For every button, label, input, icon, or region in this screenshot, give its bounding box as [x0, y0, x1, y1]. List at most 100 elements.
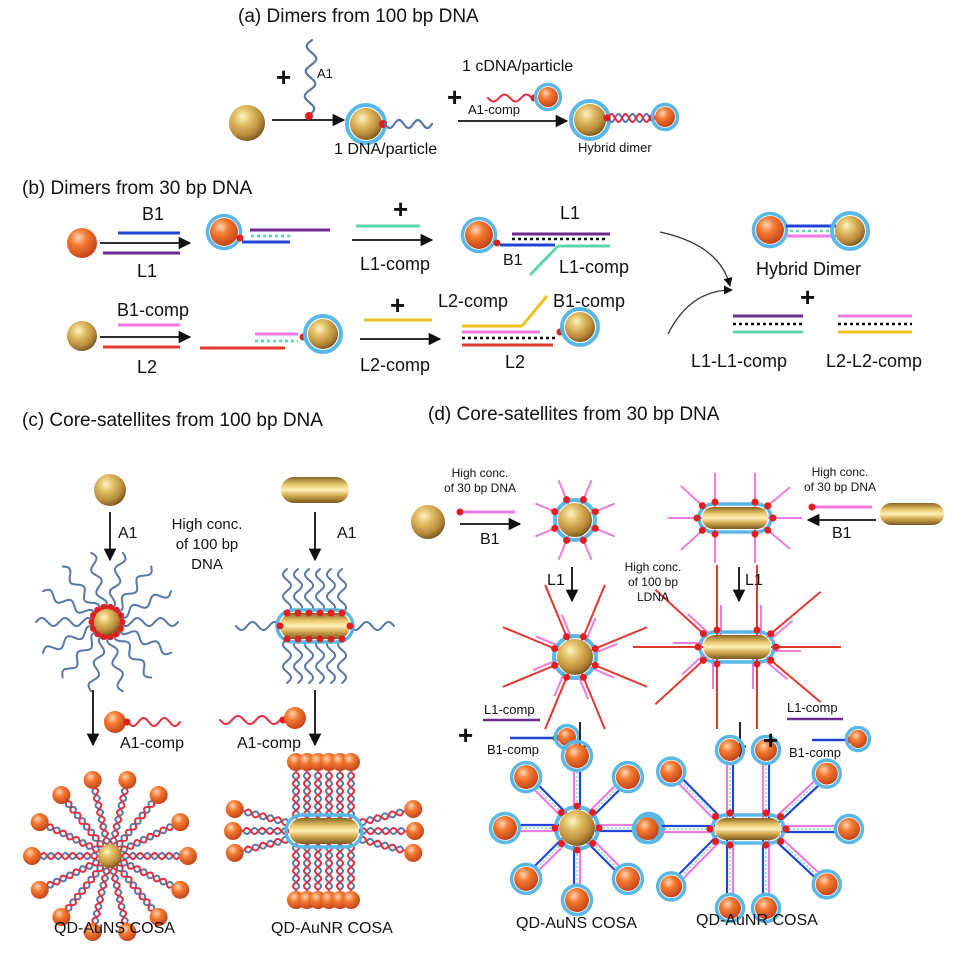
panel-c-rod-anchor [283, 609, 291, 617]
panel-d-l1-comp-right-label: L1-comp [787, 700, 838, 715]
panel-c-gold-sphere [94, 474, 126, 506]
panel-d-cosa-rod-b1 [778, 783, 821, 823]
panel-c-cosa-rod-satellite [342, 753, 360, 771]
panel-c-rod-strand [337, 638, 347, 684]
panel-c-cosa-sphere-helix-b [111, 866, 128, 926]
panel-b-l1-right-label: L1 [560, 203, 581, 223]
panel-d-cosa-sphere-anchor [557, 808, 565, 816]
panel-d-cosa-rod-satellite-shell [631, 813, 663, 845]
panel-c-cosa-sphere-satellite [118, 923, 137, 942]
panel-d-l1-right-label: L1 [745, 572, 763, 589]
panel-d-cosa-sphere-anchor [595, 824, 603, 832]
panel-d-b1comp-quantum-dot-right-shell [844, 725, 872, 753]
panel-d-pink-sphere-anchor [551, 524, 559, 532]
panel-c-a1-comp-right-label: A1-comp [237, 735, 302, 752]
panel-d-cosa-right-label: QD-AuNR COSA [696, 912, 818, 929]
panel-a-quantum-dot-shell [533, 82, 563, 112]
panel-c-rod-strand [293, 568, 303, 614]
panel-d-l1-sphere-strand [502, 662, 559, 688]
panel-d-pink-sphere-anchor [579, 536, 587, 544]
panel-d-cosa-rod-satellite [815, 762, 838, 785]
panel-d-l1-rod-pink [768, 619, 794, 641]
panel-d-title: (d) Core-satellites from 30 bp DNA [428, 404, 720, 425]
panel-b-title: (b) Dimers from 30 bp DNA [22, 178, 253, 199]
panel-d-pink-sphere-anchor [563, 536, 571, 544]
panel-d-cosa-sphere-satellite [493, 816, 517, 840]
panel-c-sphere-strand [114, 565, 153, 613]
panel-a-plus-1: + [276, 62, 292, 92]
panel-c-sphere-strand [106, 633, 124, 693]
panel-c-rod-anchor [305, 635, 313, 643]
panel-d-cosa-sphere-dotted [589, 840, 619, 870]
panel-d-pink-rod-anchor [711, 498, 719, 506]
panel-a-dimer-anchor-1 [603, 114, 611, 122]
panel-d-l1-sphere-strand [591, 626, 648, 652]
panel-d-high-conc-left-label: High conc. of 30 bp DNA [443, 466, 517, 495]
panel-c-cosa-sphere-satellite [30, 813, 49, 832]
panel-c-high-conc-label: High conc. of 100 bp DNA [171, 516, 243, 573]
panel-d-pink-sphere-anchor [591, 508, 599, 516]
panel-c-sphere-anchor [118, 618, 126, 626]
panel-d-l1-sphere-anchor [551, 645, 559, 653]
panel-d-cosa-rod-satellite-shell [750, 734, 782, 766]
panel-b-l1-comp-label: L1-comp [360, 254, 431, 274]
panel-b-hybrid-quantum-dot [756, 216, 784, 244]
panel-d-cosa-rod-anchor [777, 837, 785, 845]
panel-c-rod-strand [304, 638, 314, 684]
panel-b-gold-b1comp [308, 319, 338, 349]
panel-d-l1-rod-pink [681, 653, 705, 676]
panel-c-sphere-strand [117, 626, 172, 656]
panel-b-curve-top [659, 231, 733, 287]
panel-d-cosa-rod-satellite [815, 873, 838, 896]
panel-c-cosa-rod-helix-b [243, 837, 290, 852]
panel-d-l1-sphere-anchor [563, 633, 571, 641]
panel-c-cosa-rod-satellite [404, 800, 423, 819]
panel-c-cosa-rod-helix-b [358, 826, 406, 836]
panel-c-cosa-sphere-helix-b [65, 800, 104, 848]
panel-d-l1-rod-strand [654, 656, 708, 706]
panel-c-rod-strand [282, 568, 292, 614]
panel-c-cosa-rod-helix-b [324, 771, 334, 819]
panel-d-l1-sphere-anchor [579, 633, 587, 641]
panel-d-l1-sphere-strand [591, 662, 648, 688]
panel-d-l1-sphere-strand [544, 584, 570, 641]
panel-c-rod-anchor [338, 635, 346, 643]
panel-b-plus-bottom: + [390, 290, 406, 320]
panel-c-cosa-rod-helix-b [243, 808, 290, 826]
panel-c-rod-strand [315, 568, 325, 614]
panel-a-a1-label: A1 [317, 66, 333, 81]
panel-d-pink-rod-core [702, 507, 768, 529]
panel-c-cosa-sphere-satellite [179, 847, 197, 865]
panel-d-cosa-rod-satellite-shell [750, 892, 782, 924]
panel-d-cosa-sphere-dotted [535, 840, 565, 870]
panel-c-cosa-sphere-helix-b [109, 786, 129, 846]
panel-c-rod-anchor [294, 609, 302, 617]
panel-b-displaced-anchor [493, 239, 501, 247]
panel-c-cosa-sphere-helix-b [119, 824, 175, 852]
panel-c-rod-anchor [305, 609, 313, 617]
panel-c-cosa-rod-helix-b [291, 843, 301, 891]
panel-d-high-conc-ldna-label: High conc. of 100 bp LDNA [624, 560, 682, 604]
panel-d-l1-rod-anchor [767, 656, 775, 664]
panel-c-a1comp-quantum-dot-right [284, 707, 306, 729]
panel-a-a1-comp-label: A1-comp [468, 102, 521, 117]
panel-a-hybrid-dimer-label: Hybrid dimer [578, 140, 652, 155]
panel-d-pink-rod-anchor [698, 526, 706, 534]
panel-d-l1-sphere-strand [544, 673, 570, 730]
panel-b-b1-comp-right-label: B1-comp [553, 291, 626, 311]
panel-d-b1-right-label: B1 [832, 525, 852, 542]
panel-d-cosa-rod-dotted [776, 837, 819, 877]
panel-c-rod-strand [282, 638, 292, 684]
panel-c-rod-anchor [283, 635, 291, 643]
panel-d-b1-anchor-right [808, 503, 816, 511]
panel-b-plus-top: + [393, 194, 409, 224]
panel-d-cosa-sphere-satellite-shell [509, 760, 543, 794]
panel-c-cosa-sphere-satellite [83, 923, 102, 942]
panel-d-cosa-sphere-pink [591, 837, 621, 868]
panel-c-sphere-anchor [88, 618, 96, 626]
panel-d-cosa-sphere-satellite [514, 866, 539, 891]
panel-b-displaced-l1comp-tail [528, 244, 560, 277]
panel-d-pink-rod-anchor [711, 530, 719, 538]
panel-d-l1-rod-pink [686, 613, 711, 635]
panel-c-cosa-rod-satellite [406, 822, 424, 840]
